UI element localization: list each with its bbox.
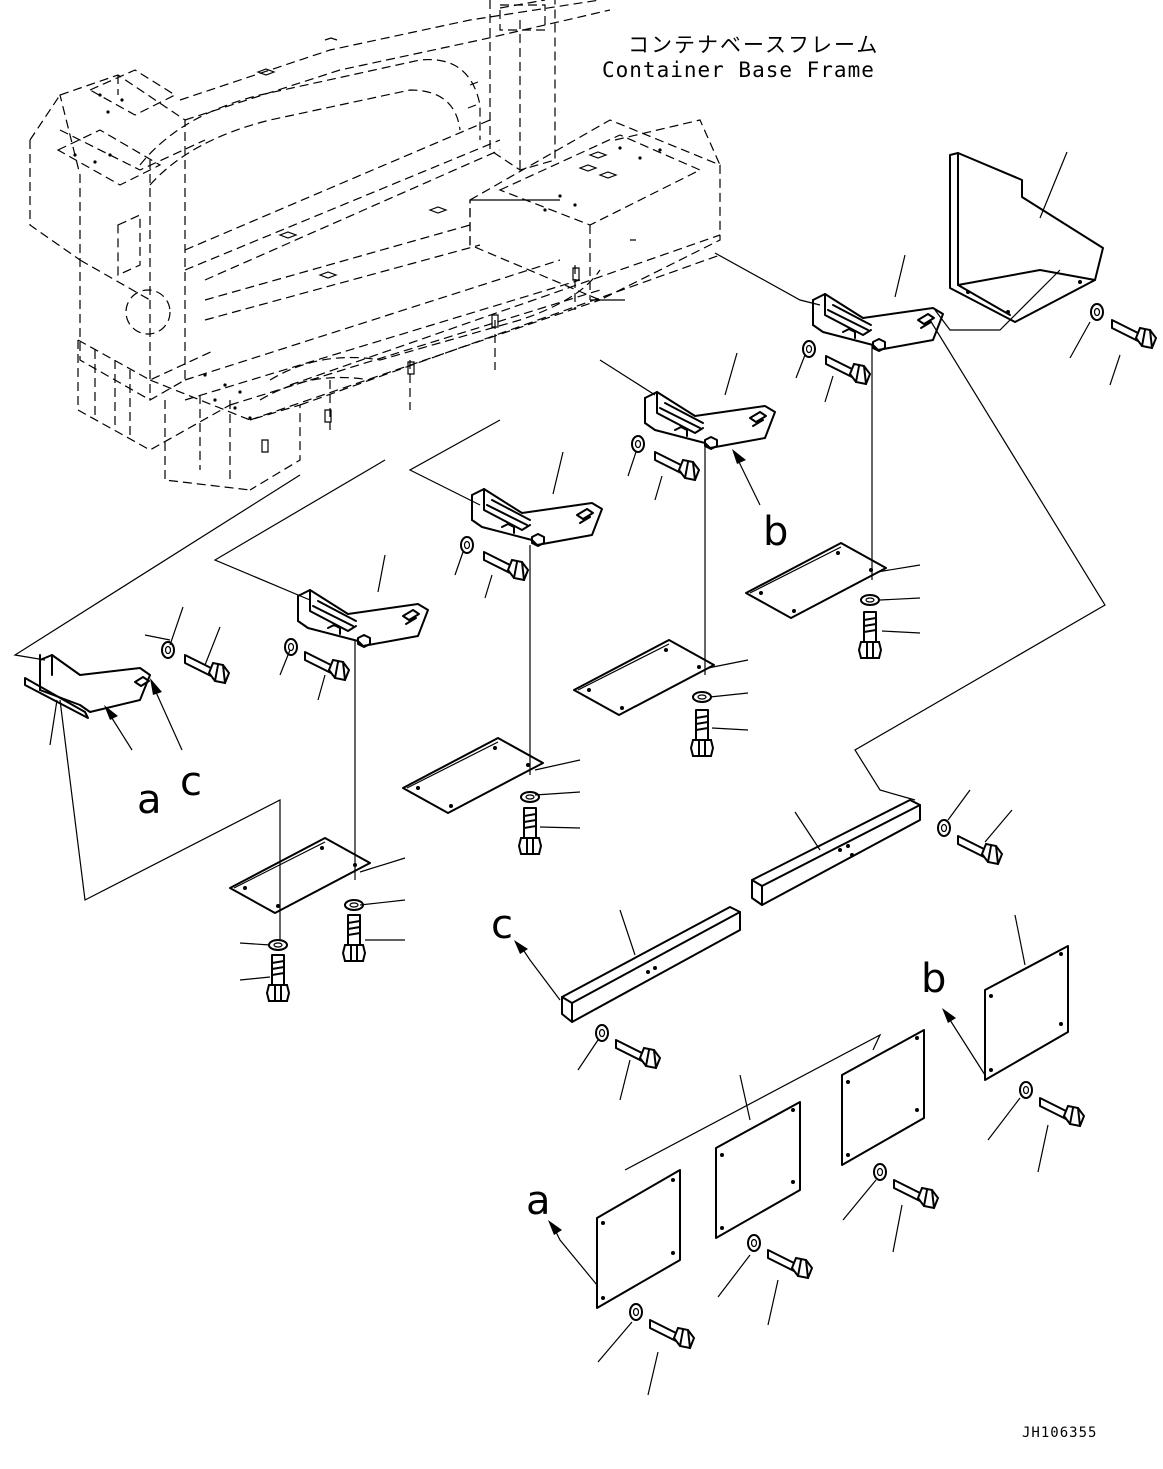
ref-letter-a-left: a [137, 777, 162, 823]
ref-letter-b-mid: b [763, 509, 788, 555]
alignment-lines [13, 252, 1106, 950]
plate-3 [573, 639, 715, 716]
side-panel-4 [984, 945, 1069, 1081]
end-bracket-left [24, 654, 151, 719]
ref-letter-c-lower: c [491, 902, 513, 948]
side-panel-3 [841, 1029, 925, 1166]
ref-letter-c-left: c [180, 759, 202, 805]
drawing-id: JH106355 [1022, 1425, 1097, 1441]
plate-2 [402, 737, 544, 814]
bracket-4 [812, 293, 944, 352]
ref-letter-b-lower: b [921, 956, 946, 1002]
rail-upper [751, 799, 921, 906]
reference-arrows [104, 449, 986, 1286]
rail-lower [561, 906, 741, 1023]
frame-title-japanese: コンテナベースフレーム [628, 33, 879, 57]
bracket-2 [471, 488, 603, 547]
container-base-frame [29, 0, 721, 491]
callout-leaders [49, 151, 1121, 1396]
bracket-3 [644, 391, 776, 450]
ref-letter-a-lower: a [526, 1178, 551, 1224]
side-panel-2 [715, 1101, 801, 1239]
side-panel-1 [596, 1169, 681, 1309]
end-cover-right [949, 152, 1104, 323]
bracket-1 [297, 589, 429, 648]
frame-title-english: Container Base Frame [602, 58, 875, 82]
